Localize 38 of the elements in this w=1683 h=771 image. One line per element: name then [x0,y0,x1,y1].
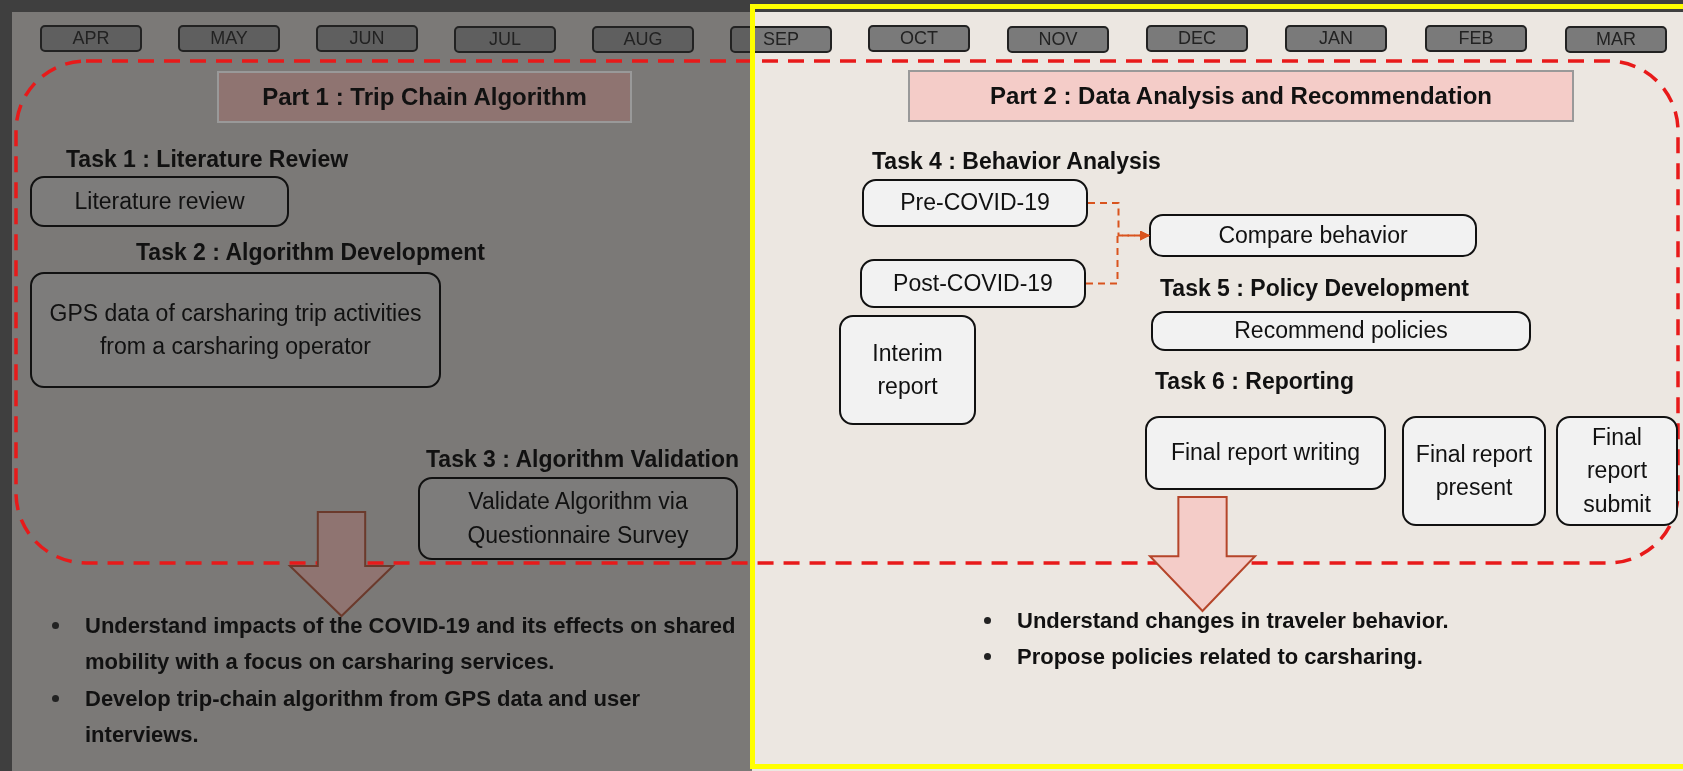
task-box: Final report present [1402,416,1546,526]
task-box: Final report writing [1145,416,1386,490]
task-box: GPS data of carsharing trip activities from a carsharing operator [30,272,441,388]
part-heading-box: Part 1 : Trip Chain Algorithm [217,71,632,123]
bullet-text: Develop trip-chain algorithm from GPS data and user interviews. [85,684,641,749]
arrow [1085,230,1150,285]
task-box: Post-COVID-19 [860,259,1086,308]
month-label: MAR [1565,26,1667,53]
month-label: AUG [592,26,694,53]
month-label: JUN [316,25,418,52]
task-box: Compare behavior [1149,214,1477,257]
task-heading: Task 1 : Literature Review [66,145,349,174]
month-label: OCT [868,25,970,52]
month-label: SEP [730,26,832,53]
month-label: APR [40,25,142,52]
month-label: MAY [178,25,280,52]
task-box: Literature review [30,176,289,227]
month-label: NOV [1007,26,1109,53]
part-heading-box: Part 2 : Data Analysis and Recommendation [908,70,1574,122]
task-box: Interim report [839,315,976,425]
month-label: JAN [1285,25,1387,52]
down-arrow [1147,496,1258,613]
bullet-text: Propose policies related to carsharing. [1017,643,1423,672]
task-box: Recommend policies [1151,311,1531,351]
bullet-text: Understand impacts of the COVID-19 and its effects on shared mobility with a focus on carsharing services. [85,612,737,677]
task-heading: Task 2 : Algorithm Development [136,238,485,267]
down-arrow [287,511,396,618]
task-heading: Task 3 : Algorithm Validation [426,445,740,474]
month-label: FEB [1425,25,1527,52]
task-heading: Task 6 : Reporting [1155,367,1354,396]
task-box: Validate Algorithm via Questionnaire Survey [418,477,738,560]
bullet-text: Understand changes in traveler behavior. [1017,607,1449,635]
task-box: Pre-COVID-19 [862,179,1088,227]
task-heading: Task 4 : Behavior Analysis [872,147,1161,176]
task-heading: Task 5 : Policy Development [1160,274,1469,303]
month-label: JUL [454,26,556,53]
task-box: Final report submit [1556,416,1678,526]
month-label: DEC [1146,25,1248,52]
